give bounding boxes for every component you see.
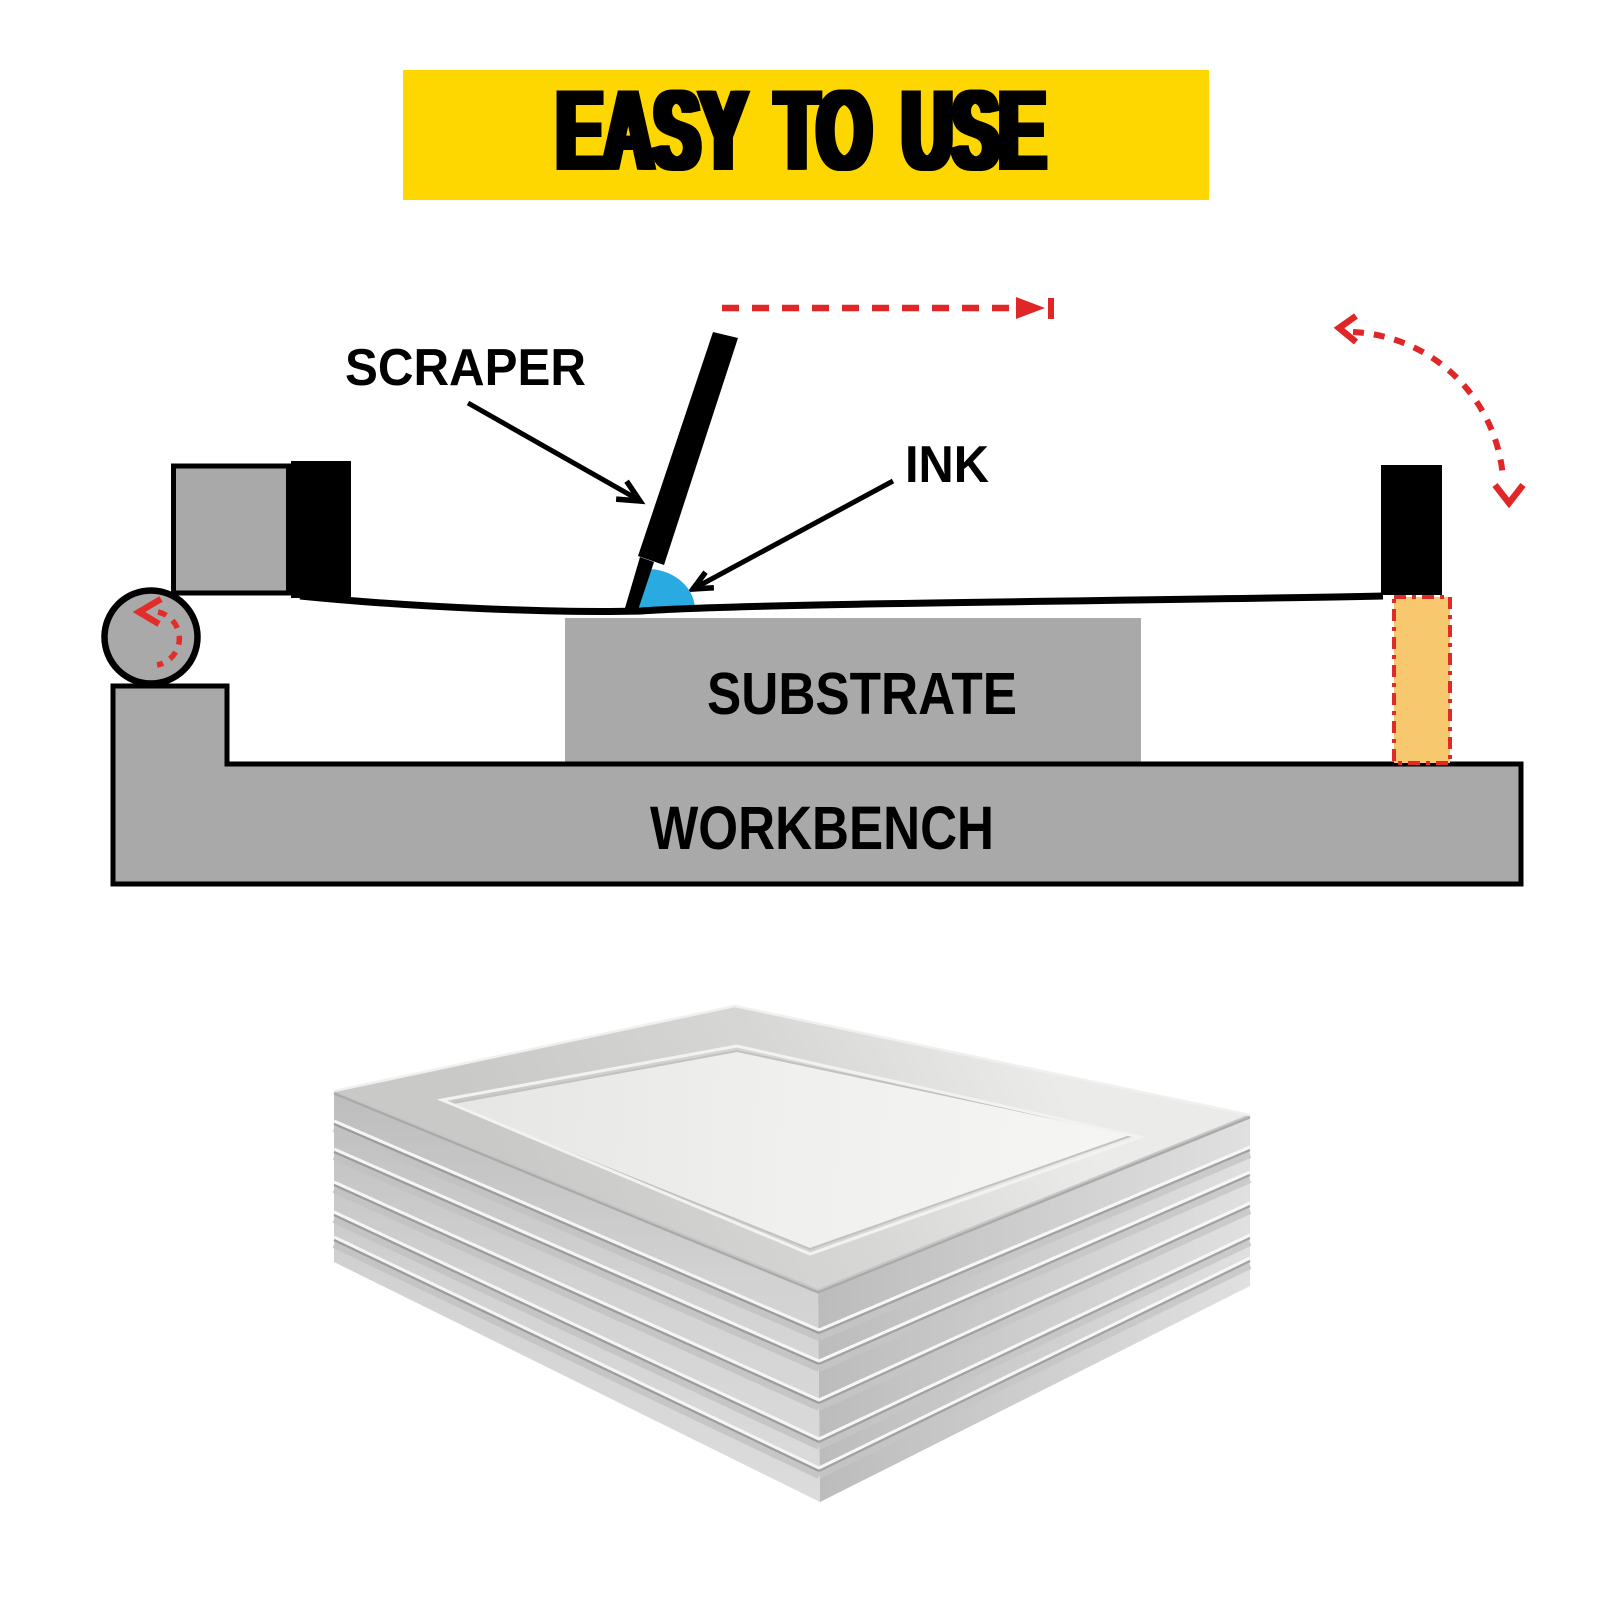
svg-text:WORKBENCH: WORKBENCH <box>650 794 994 862</box>
svg-text:INK: INK <box>905 436 989 494</box>
svg-text:SCRAPER: SCRAPER <box>345 339 586 397</box>
svg-text:SUBSTRATE: SUBSTRATE <box>707 661 1017 727</box>
